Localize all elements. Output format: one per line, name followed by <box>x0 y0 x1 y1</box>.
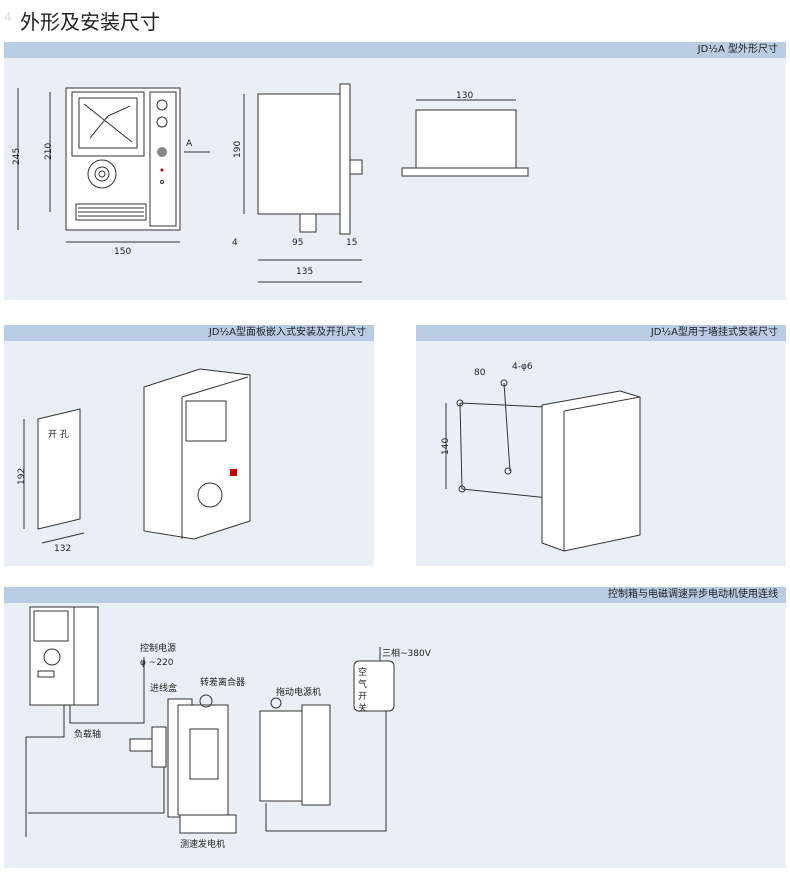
section-number: 4 <box>4 10 12 24</box>
wall-mount-panel: JD½A型用于墙挂式安装尺寸 140 80 4-φ6 <box>416 325 786 566</box>
label-load-shaft: 负载轴 <box>74 728 101 740</box>
label-three-phase: 三相~380V <box>382 647 432 659</box>
dim-190: 190 <box>233 141 243 158</box>
dim-245: 245 <box>12 148 22 165</box>
panel-header: JD½A 型外形尺寸 <box>4 42 786 58</box>
dim-192: 192 <box>17 468 27 485</box>
outline-dimensions-panel: JD½A 型外形尺寸 245 210 150 A 190 4 95 15 135… <box>4 42 786 300</box>
dim-132: 132 <box>54 544 71 554</box>
wiring-drawing: 控制电源 φ ~220 进线盒 转差离合器 拖动电源机 负载轴 测速发电机 三相… <box>25 606 432 850</box>
dim-4: 4 <box>232 238 238 248</box>
label-control-power: 控制电源 <box>140 642 176 654</box>
dim-210: 210 <box>44 143 54 160</box>
label-clutch: 转差离合器 <box>200 676 245 688</box>
panel-header: JD½A型用于墙挂式安装尺寸 <box>416 325 786 341</box>
panel-mount-panel: JD½A型面板嵌入式安装及开孔尺寸 开 孔 192 132 <box>4 325 374 566</box>
panel-header: 控制箱与电磁调速异步电动机使用连线 <box>4 587 786 603</box>
label-drive-motor: 拖动电源机 <box>276 686 321 698</box>
svg-text:气: 气 <box>358 678 367 690</box>
view-arrow-label: A <box>186 139 193 149</box>
dim-130: 130 <box>456 91 473 101</box>
svg-text:关: 关 <box>358 702 367 714</box>
breaker-label: 空气 开关 <box>358 666 367 714</box>
svg-text:开: 开 <box>358 691 367 702</box>
outline-drawing: 245 210 150 A 190 4 95 15 135 130 <box>12 83 529 283</box>
label-junction-box: 进线盒 <box>150 682 177 694</box>
dim-80: 80 <box>474 368 486 378</box>
panel-header: JD½A型面板嵌入式安装及开孔尺寸 <box>4 325 374 341</box>
wiring-panel: 控制箱与电磁调速异步电动机使用连线 控制电源 φ ~220 进线盒 转差离合器 … <box>4 587 786 868</box>
dim-135: 135 <box>296 267 313 277</box>
cutout-label: 开 孔 <box>48 429 69 440</box>
panel-mount-drawing: 开 孔 192 132 <box>17 368 251 554</box>
dim-140: 140 <box>441 438 451 455</box>
holes-label: 4-φ6 <box>512 362 533 372</box>
label-tachogenerator: 测速发电机 <box>180 838 225 850</box>
svg-text:空: 空 <box>358 666 367 678</box>
page-title: 外形及安装尺寸 <box>20 10 160 34</box>
dim-15: 15 <box>346 238 357 248</box>
dim-150: 150 <box>114 247 131 257</box>
wall-mount-drawing: 140 80 4-φ6 <box>441 362 641 552</box>
label-220v: φ ~220 <box>140 658 174 668</box>
dim-95: 95 <box>292 238 303 248</box>
